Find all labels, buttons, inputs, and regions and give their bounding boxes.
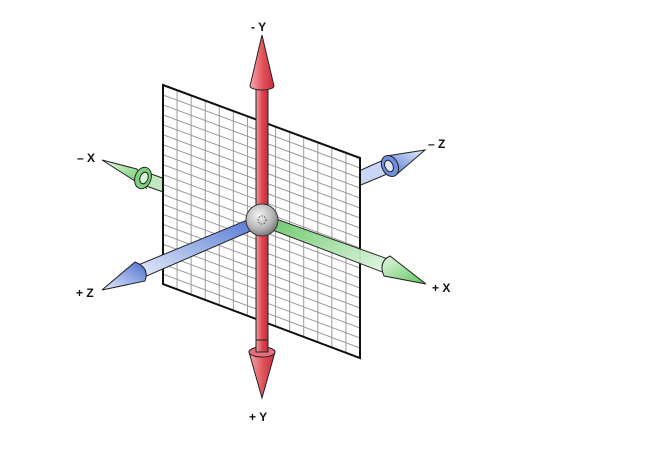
label-neg-y: - Y	[251, 20, 266, 34]
neg-y-arrowhead	[249, 34, 275, 91]
label-pos-y: + Y	[249, 410, 267, 424]
pos-y-arrowhead	[248, 339, 276, 400]
label-pos-x: + X	[432, 281, 450, 295]
label-neg-z: – Z	[428, 137, 445, 151]
neg-z-arrowhead	[380, 149, 427, 178]
label-neg-x: – X	[77, 151, 95, 165]
neg-x-arrowhead	[101, 159, 152, 190]
pos-z-arrowhead	[101, 261, 147, 291]
label-pos-z: + Z	[76, 286, 94, 300]
pos-x-arrowhead	[381, 255, 427, 285]
origin-sphere	[245, 203, 279, 237]
